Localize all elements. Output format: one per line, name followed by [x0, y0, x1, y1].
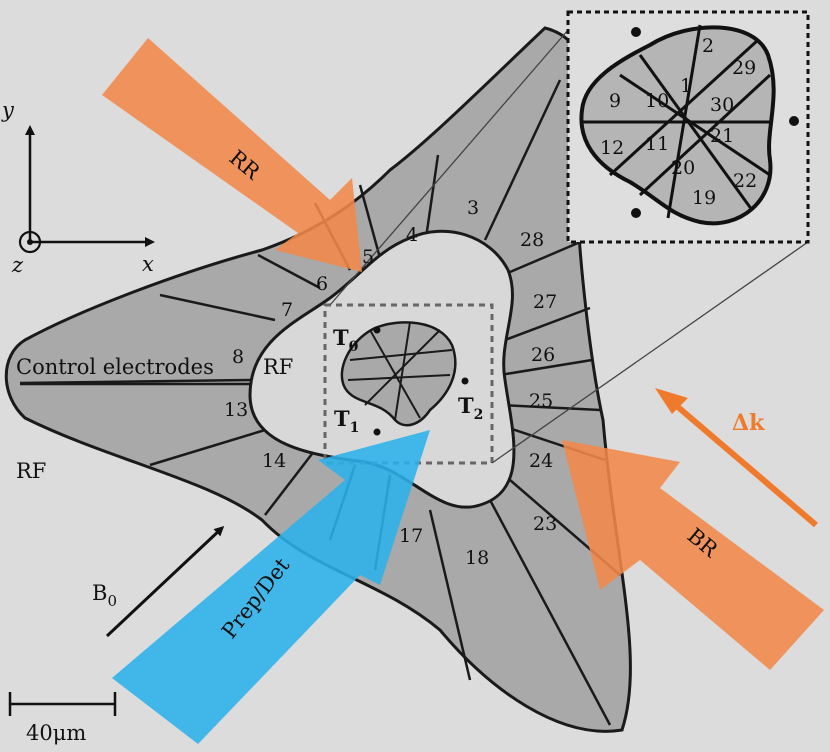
trap-dot-t0: [373, 326, 381, 334]
electrode-number: 25: [529, 390, 553, 412]
rr-beam: [102, 38, 362, 272]
electrode-number: 18: [465, 547, 489, 569]
inset-number: 10: [645, 90, 669, 112]
zoom-line-top: [329, 29, 569, 306]
electrode-number: 14: [262, 450, 286, 472]
prep-det-beam: [112, 430, 430, 744]
electrode-number: 23: [533, 513, 557, 535]
electrode-number: 27: [533, 291, 557, 313]
inset-number: 21: [710, 125, 734, 147]
trap-dot-t1: [373, 428, 381, 436]
b-field-arrow: [105, 525, 225, 638]
trap-label-t2: T2: [458, 393, 483, 423]
rf-inner-label: RF: [263, 355, 293, 379]
br-beam: [562, 440, 824, 670]
inset-number: 22: [733, 170, 757, 192]
electrode-number: 24: [529, 450, 553, 472]
inset-number: 1: [680, 75, 692, 97]
y-axis-label: y: [1, 98, 15, 122]
electrode-number: 17: [399, 525, 423, 547]
zoom-line-bottom: [491, 241, 809, 464]
electrode-number: 4: [406, 224, 418, 246]
electrode-number-labels: 3 4 5 6 7 8 13 14 17 18 23 24 25 26 27 2…: [224, 197, 557, 569]
b-field-label: B0: [92, 581, 117, 610]
delta-k-arrowhead: [655, 388, 688, 414]
electrode-number: 7: [281, 299, 293, 321]
inset-number-labels: 1 2 9 10 11 12 19 20 21 22 29 30: [600, 35, 757, 209]
electrode-number: 13: [224, 399, 248, 421]
inset-number: 9: [609, 90, 621, 112]
electrode-number: 3: [467, 197, 479, 219]
inset-number: 11: [645, 133, 669, 155]
delta-k-arrow: [663, 393, 818, 528]
electrode-number: 6: [316, 273, 328, 295]
x-axis-label: x: [142, 252, 154, 276]
trap-label-t0: T0: [333, 325, 359, 355]
inset-number: 20: [671, 157, 695, 179]
inset-number: 30: [710, 94, 734, 116]
inset-number: 19: [692, 187, 716, 209]
control-electrodes-label: Control electrodes: [16, 355, 214, 379]
inset-number: 12: [600, 137, 624, 159]
z-axis-label: z: [11, 253, 24, 277]
scale-bar-label: 40μm: [26, 721, 86, 745]
trap-dot-t2: [461, 377, 469, 385]
coordinate-axes: [18, 125, 155, 254]
electrode-number: 8: [232, 346, 244, 368]
electrode-number: 28: [520, 229, 544, 251]
rf-outer-label: RF: [16, 459, 46, 483]
inset: [566, 10, 810, 244]
electrode-number: 5: [362, 246, 374, 268]
delta-k-label: Δk: [732, 410, 765, 436]
electrode-number: 26: [531, 344, 555, 366]
inset-number: 29: [732, 57, 756, 79]
inset-number: 2: [702, 35, 714, 57]
trap-label-t1: T1: [334, 406, 359, 436]
trap-cluster-lines: [347, 321, 453, 421]
scale-bar: [8, 692, 117, 716]
